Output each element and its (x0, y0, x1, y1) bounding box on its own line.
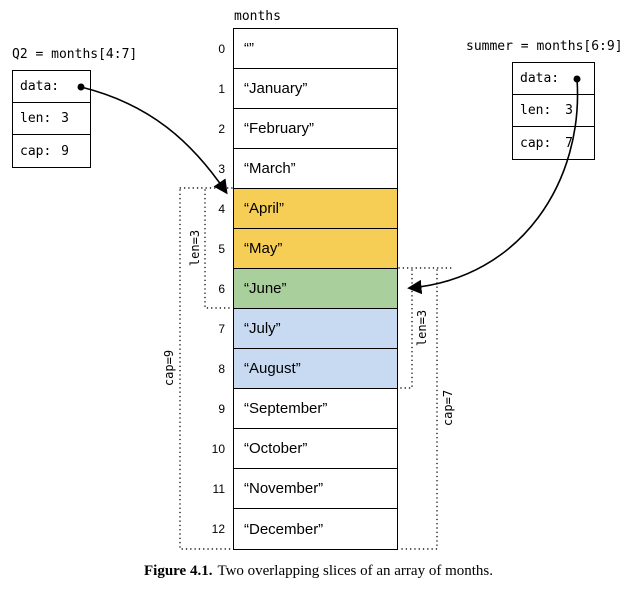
array-cell-value: “October” (244, 440, 308, 457)
array-cell-value: “September” (244, 400, 328, 417)
summer-len-row: len: 3 (513, 95, 594, 127)
array-cell-value: “” (244, 40, 254, 57)
summer-slice-title: summer = months[6:9] (466, 39, 623, 54)
q2-data-row: data: (13, 71, 90, 103)
summer-len-value: 3 (565, 103, 573, 118)
q2-slice-header: data: len: 3 cap: 9 (12, 70, 91, 168)
array-cell: 9 “September” (218, 389, 397, 429)
array-cell: 0 “” (218, 29, 397, 69)
summer-cap-label: cap: (520, 135, 552, 151)
summer-len-label: len: (520, 103, 552, 118)
q2-len-label: len: (20, 111, 52, 126)
array-cell-value: “July” (244, 320, 281, 337)
right-cap-bracket-label: cap=7 (441, 389, 455, 427)
q2-slice-title: Q2 = months[4:7] (12, 47, 138, 62)
array-title: months (234, 9, 281, 24)
figure-caption-text: Two overlapping slices of an array of mo… (217, 563, 493, 579)
array-index: 11 (212, 481, 225, 496)
array-cell-value: “March” (244, 160, 296, 177)
array-index: 3 (218, 161, 225, 176)
array-cell-value: “August” (244, 360, 301, 377)
array-cell: 1 “January” (218, 69, 397, 109)
array-cell: 8 “August” (218, 349, 397, 389)
summer-data-row: data: (513, 63, 594, 95)
figure-caption: Figure 4.1.Two overlapping slices of an … (0, 563, 637, 580)
array-cell-value: “April” (244, 200, 284, 217)
array-index: 0 (218, 41, 225, 56)
array-cell: 4 “April” (218, 189, 397, 229)
right-len-bracket (398, 269, 413, 389)
array-cell-value: “May” (244, 240, 283, 257)
months-array: 0 “” 1 “January” 2 “February” 3 “March” 4 “April”… (212, 28, 398, 550)
left-len-bracket-label: len=3 (188, 229, 202, 267)
array-cell-value: “January” (244, 80, 308, 97)
array-index: 8 (218, 361, 225, 376)
array-index: 1 (218, 81, 225, 96)
array-cell: 10 “October” (212, 429, 397, 469)
array-index: 4 (218, 201, 225, 216)
array-index: 10 (211, 441, 225, 456)
array-index: 12 (211, 522, 225, 536)
array-cell: 5“May” (218, 229, 397, 269)
array-cell: 7 “July” (218, 309, 397, 349)
array-cell: 11 “November” (213, 469, 397, 509)
array-index: 7 (218, 321, 225, 336)
array-cell: 3 “March” (218, 149, 397, 189)
summer-data-label: data: (520, 71, 560, 86)
summer-cap-value: 7 (565, 135, 573, 151)
q2-cap-row: cap: 9 (13, 135, 90, 167)
right-len-bracket-label: len=3 (415, 309, 429, 347)
q2-cap-value: 9 (61, 143, 69, 159)
array-cell-value: “December” (244, 520, 324, 538)
array-cell: 12 “December” (212, 509, 397, 549)
summer-cap-row: cap: 7 (513, 127, 594, 159)
left-cap-bracket-label: cap=9 (162, 349, 176, 387)
array-index: 6 (218, 281, 225, 296)
q2-cap-label: cap: (20, 143, 52, 159)
figure-caption-label: Figure 4.1. (143, 563, 213, 579)
array-index: 9 (218, 401, 225, 416)
array-cell-value: “November” (244, 480, 324, 497)
q2-len-value: 3 (61, 111, 69, 126)
q2-data-label: data: (20, 79, 60, 94)
array-cell-value: “February” (244, 120, 315, 137)
array-index: 2 (218, 121, 225, 136)
q2-len-row: len: 3 (13, 103, 90, 135)
array-cell: 6 “June” (218, 269, 397, 309)
array-cell-value: “June” (244, 280, 287, 297)
summer-slice-header: data: len: 3 cap: 7 (512, 62, 595, 160)
array-cell: 2 “February” (218, 109, 397, 149)
